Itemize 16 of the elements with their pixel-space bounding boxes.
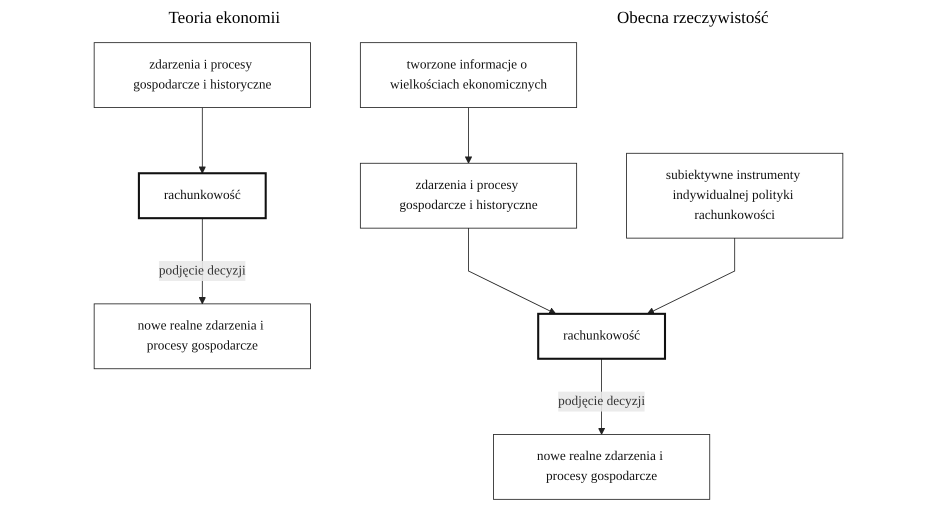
arrow — [464, 107, 472, 164]
column-heading: Teoria ekonomii — [168, 8, 280, 28]
node-box: zdarzenia i procesy gospodarcze i historyczne — [94, 42, 311, 108]
node-box: nowe realne zdarzenia i procesy gospodarcze — [94, 303, 311, 370]
arrow — [647, 238, 736, 314]
node-box: tworzone informacje o wielkościach ekonomicznych — [360, 42, 578, 108]
node-box: zdarzenia i procesy gospodarcze i historyczne — [360, 162, 578, 229]
column-heading: Obecna rzeczywistość — [617, 8, 769, 28]
edge-label: podjęcie decyzji — [158, 264, 246, 278]
edge-label: podjęcie decyzji — [558, 394, 646, 408]
node-box: rachunkowość — [537, 312, 666, 360]
node-box: subiektywne instrumenty indywidualnej polityki rachunkowości — [626, 152, 844, 239]
arrow — [198, 107, 206, 174]
node-box: nowe realne zdarzenia i procesy gospodarcze — [493, 434, 710, 500]
node-box: rachunkowość — [138, 172, 267, 220]
arrow — [468, 228, 556, 314]
